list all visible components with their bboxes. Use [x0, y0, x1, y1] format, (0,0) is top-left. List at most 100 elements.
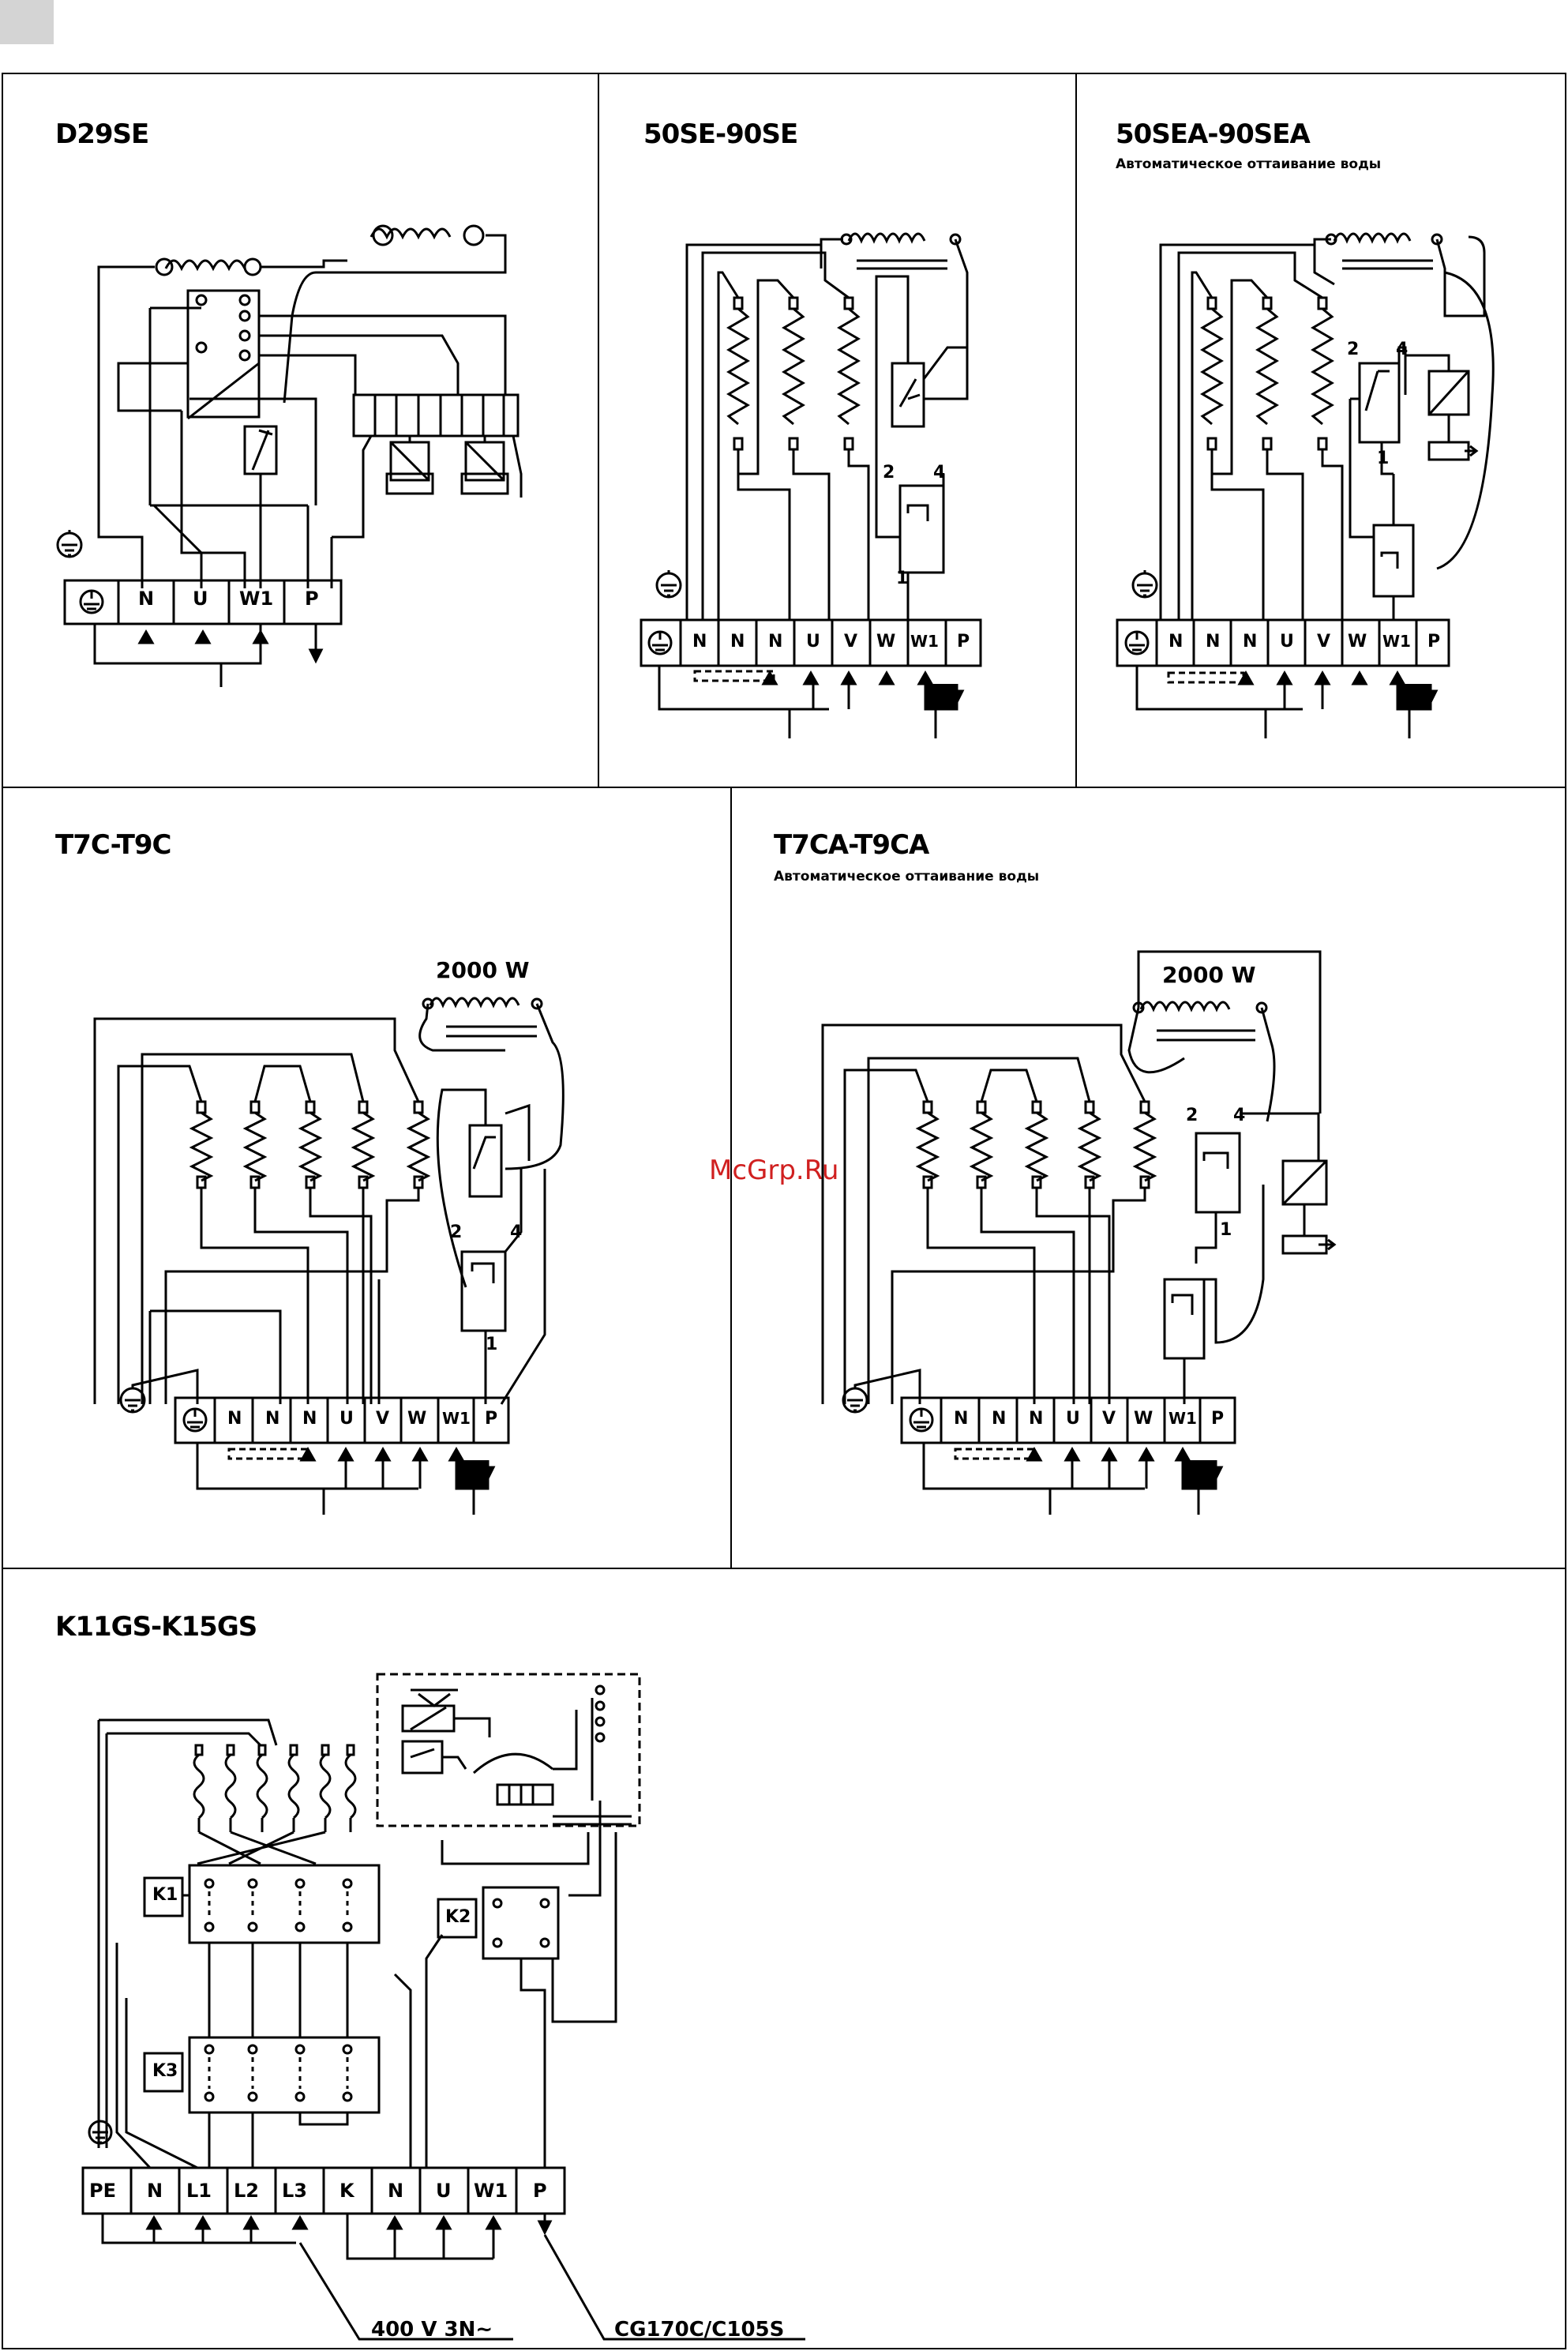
contact-1-label-t7c: 1	[486, 1335, 498, 1354]
terminal-p-50se: P	[957, 632, 970, 652]
terminal-u-50sea: U	[1280, 632, 1294, 652]
terminal-l3-k11: L3	[282, 2180, 307, 2202]
divider-mid	[730, 787, 732, 1568]
divider-row-2	[2, 1568, 1566, 1569]
divider-top-2	[1075, 73, 1077, 787]
corner-tab	[0, 0, 54, 44]
terminal-u-t7c: U	[339, 1409, 354, 1429]
relay-upper	[1358, 362, 1401, 444]
terminal-n3-50se: N	[768, 632, 783, 652]
schematic-d29se	[56, 224, 523, 687]
contactor-k3-label: K3	[152, 2061, 178, 2081]
schematic-t7ca-t9ca	[821, 950, 1337, 1515]
terminal-u-50se: U	[806, 632, 820, 652]
terminal-n3-50sea: N	[1243, 632, 1258, 652]
divider-row-1	[2, 787, 1566, 788]
terminal-strip-right	[352, 393, 520, 438]
terminal-v-t7c: V	[376, 1409, 390, 1429]
terminal-n2-t7c: N	[265, 1409, 280, 1429]
terminal-n1-50se: N	[692, 632, 707, 652]
terminal-n-k11: N	[147, 2180, 163, 2202]
panel-title-k11gs-k15gs: K11GS-K15GS	[55, 1611, 257, 1643]
contactor-k1-label: K1	[152, 1885, 178, 1905]
contact-2-label-50sea: 2	[1347, 340, 1360, 359]
supply-label: 400 V 3N~	[371, 2318, 493, 2342]
terminal-p-50sea: P	[1427, 632, 1441, 652]
terminal-block-50se	[640, 618, 982, 667]
terminal-w1-t7ca: W1	[1168, 1409, 1197, 1428]
panel-title-50sea-90sea: 50SEA-90SEA	[1116, 118, 1311, 150]
contact-1-label-50se: 1	[896, 569, 909, 588]
terminal-n2-50sea: N	[1206, 632, 1221, 652]
schematic-50sea-90sea	[1116, 232, 1495, 738]
terminal-u-t7ca: U	[1066, 1409, 1080, 1429]
terminal-n2-t7ca: N	[992, 1409, 1007, 1429]
terminal-n2-k11: N	[388, 2180, 404, 2202]
terminal-n3-t7ca: N	[1029, 1409, 1044, 1429]
panel-title-d29se: D29SE	[55, 118, 149, 150]
contact-2-label-t7c: 2	[450, 1222, 463, 1242]
watermark: McGrp.Ru	[709, 1155, 839, 1186]
contact-4-label-50se: 4	[933, 463, 946, 483]
contactor-k2	[482, 1886, 560, 1960]
terminal-v-t7ca: V	[1102, 1409, 1116, 1429]
terminal-w1-50se: W1	[910, 632, 939, 651]
panel-title-t7ca-t9ca: T7CA-T9CA	[774, 829, 929, 861]
contact-4-label-t7c: 4	[510, 1222, 523, 1242]
thermostat-bottom	[898, 484, 945, 574]
contactor-k1	[188, 1864, 381, 1944]
terminal-w-t7ca: W	[1134, 1409, 1153, 1429]
heater-end-left	[372, 224, 394, 246]
power-label-t7ca: 2000 W	[1162, 962, 1256, 988]
terminal-n3-t7c: N	[302, 1409, 317, 1429]
schematic-50se-90se	[640, 232, 982, 738]
heater-coil-2	[164, 259, 246, 272]
terminal-u-k11: U	[436, 2180, 452, 2202]
terminal-label-d29se-u: U	[193, 588, 208, 610]
terminal-block-50sea	[1116, 618, 1450, 667]
schematic-k11gs-k15gs	[81, 1673, 805, 2341]
contact-4-label-t7ca: 4	[1233, 1106, 1246, 1125]
panel-subtitle-t7ca-t9ca: Автоматическое оттаивание воды	[774, 869, 1040, 884]
heater-end-right	[463, 224, 485, 246]
terminal-n1-t7ca: N	[954, 1409, 969, 1429]
control-label: CG170C/C105S	[614, 2318, 785, 2342]
thermostat-lower-t7ca	[1163, 1278, 1206, 1360]
terminal-pe-k11: PE	[89, 2180, 116, 2202]
relay-upper-t7ca	[1195, 1132, 1241, 1214]
terminal-w1-50sea: W1	[1382, 632, 1411, 651]
terminal-p-k11: P	[533, 2180, 547, 2202]
terminal-w-50se: W	[876, 632, 896, 652]
terminal-w-50sea: W	[1348, 632, 1367, 652]
terminal-label-d29se-n: N	[138, 588, 155, 610]
schematic-t7c-t9c	[93, 997, 565, 1515]
terminal-k-k11: K	[339, 2180, 354, 2202]
terminal-block-t7ca	[900, 1396, 1236, 1444]
terminal-n1-50sea: N	[1168, 632, 1184, 652]
terminal-label-d29se-p: P	[305, 588, 319, 610]
power-label-t7c: 2000 W	[436, 957, 530, 983]
panel-title-t7c-t9c: T7C-T9C	[55, 829, 171, 861]
terminal-block-d29se	[63, 579, 343, 625]
terminal-v-50se: V	[844, 632, 858, 652]
terminal-label-d29se-w1: W1	[239, 588, 274, 610]
terminal-w1-t7c: W1	[442, 1409, 471, 1428]
contact-2-label-t7ca: 2	[1186, 1106, 1199, 1125]
terminal-l2-k11: L2	[234, 2180, 259, 2202]
panel-title-50se-90se: 50SE-90SE	[643, 118, 798, 150]
terminal-block-t7c	[174, 1396, 510, 1444]
contact-2-label-50se: 2	[883, 463, 895, 483]
terminal-w-t7c: W	[407, 1409, 427, 1429]
contact-1-label-t7ca: 1	[1220, 1220, 1232, 1240]
panel-subtitle-50sea-90sea: Автоматическое оттаивание воды	[1116, 156, 1382, 172]
terminal-v-50sea: V	[1317, 632, 1331, 652]
contactor-k3	[188, 2036, 381, 2114]
terminal-n1-t7c: N	[227, 1409, 242, 1429]
divider-top-1	[598, 73, 599, 787]
terminal-p-t7ca: P	[1211, 1409, 1225, 1429]
contact-1-label-50sea: 1	[1377, 449, 1390, 468]
relay-block	[186, 289, 261, 419]
heater-coil	[369, 227, 452, 240]
thermostat-lower-t7c	[460, 1250, 507, 1332]
terminal-w1-k11: W1	[474, 2180, 508, 2202]
